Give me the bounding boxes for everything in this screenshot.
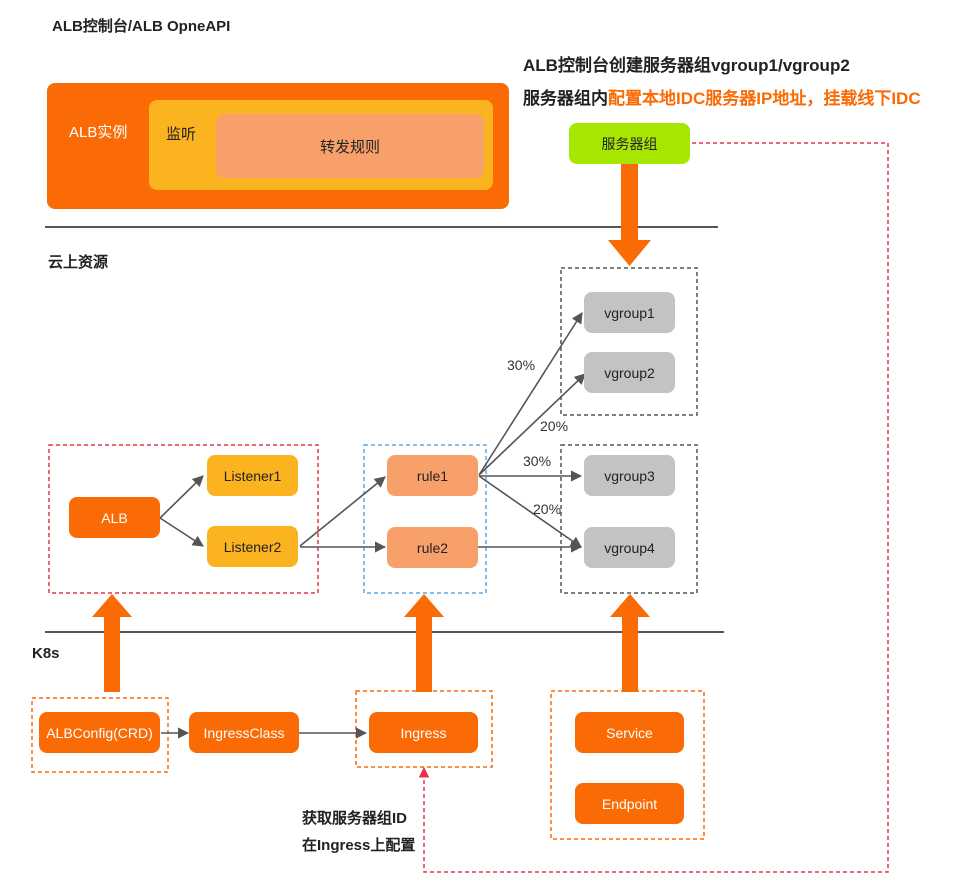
rule-group-box [363, 444, 487, 594]
note-highlight: 配置本地IDC服务器IP地址，挂载线下IDC [608, 89, 921, 108]
server-group-node: 服务器组 [569, 123, 690, 164]
vgroup-upper-box [560, 267, 698, 416]
weight-vgroup1-label: 30% [507, 357, 536, 373]
vgroup2-node: vgroup2 [584, 352, 675, 393]
edge-rule1-vgroup1 [478, 312, 583, 476]
edge-listener2-rule1 [299, 476, 386, 547]
weight-vgroup3-label: 30% [523, 453, 552, 469]
listener1-node: Listener1 [207, 455, 298, 496]
ingress-node: Ingress [369, 712, 478, 753]
server-group-note-line2: 服务器组内配置本地IDC服务器IP地址，挂载线下IDC [523, 84, 921, 109]
listener-label: 监听 [166, 126, 197, 143]
big-arrow-service-up [610, 594, 650, 692]
edge-rule1-vgroup4 [478, 475, 582, 548]
big-arrow-servergroup-down [608, 163, 651, 266]
annotation-line2: 在Ingress上配置 [302, 837, 416, 854]
weight-vgroup4-label: 20% [533, 501, 562, 517]
service-box [550, 690, 705, 840]
alb-instance-label: ALB实例 [69, 124, 128, 141]
service-node: Service [575, 712, 684, 753]
forward-rule-box: 转发规则 [216, 114, 484, 178]
edge-rule1-vgroup2 [478, 373, 586, 476]
edge-alb-listener1 [159, 475, 204, 519]
page-title: ALB控制台/ALB OpneAPI [52, 18, 231, 35]
big-arrow-ingress-up [404, 594, 444, 692]
vgroup3-node: vgroup3 [584, 455, 675, 496]
vgroup4-node: vgroup4 [584, 527, 675, 568]
alb-node: ALB [69, 497, 160, 538]
alb-group-box [48, 444, 319, 594]
listener2-node: Listener2 [207, 526, 298, 567]
endpoint-node: Endpoint [575, 783, 684, 824]
rule2-node: rule2 [387, 527, 478, 568]
note-prefix: 服务器组内 [523, 89, 608, 108]
server-group-note-line1: ALB控制台创建服务器组vgroup1/vgroup2 [523, 56, 850, 75]
edge-alb-listener2 [159, 517, 204, 547]
vgroup-lower-box [560, 444, 698, 594]
weight-vgroup2-label: 20% [540, 418, 569, 434]
section-cloud-label: 云上资源 [48, 254, 109, 271]
big-arrow-albconfig-up [92, 594, 132, 692]
annotation-line1: 获取服务器组ID [302, 810, 408, 827]
ingressclass-node: IngressClass [189, 712, 299, 753]
edge-servergroup-to-ingress [418, 142, 889, 873]
vgroup1-node: vgroup1 [584, 292, 675, 333]
albconfig-node: ALBConfig(CRD) [39, 712, 160, 753]
rule1-node: rule1 [387, 455, 478, 496]
section-k8s-label: K8s [32, 645, 60, 662]
